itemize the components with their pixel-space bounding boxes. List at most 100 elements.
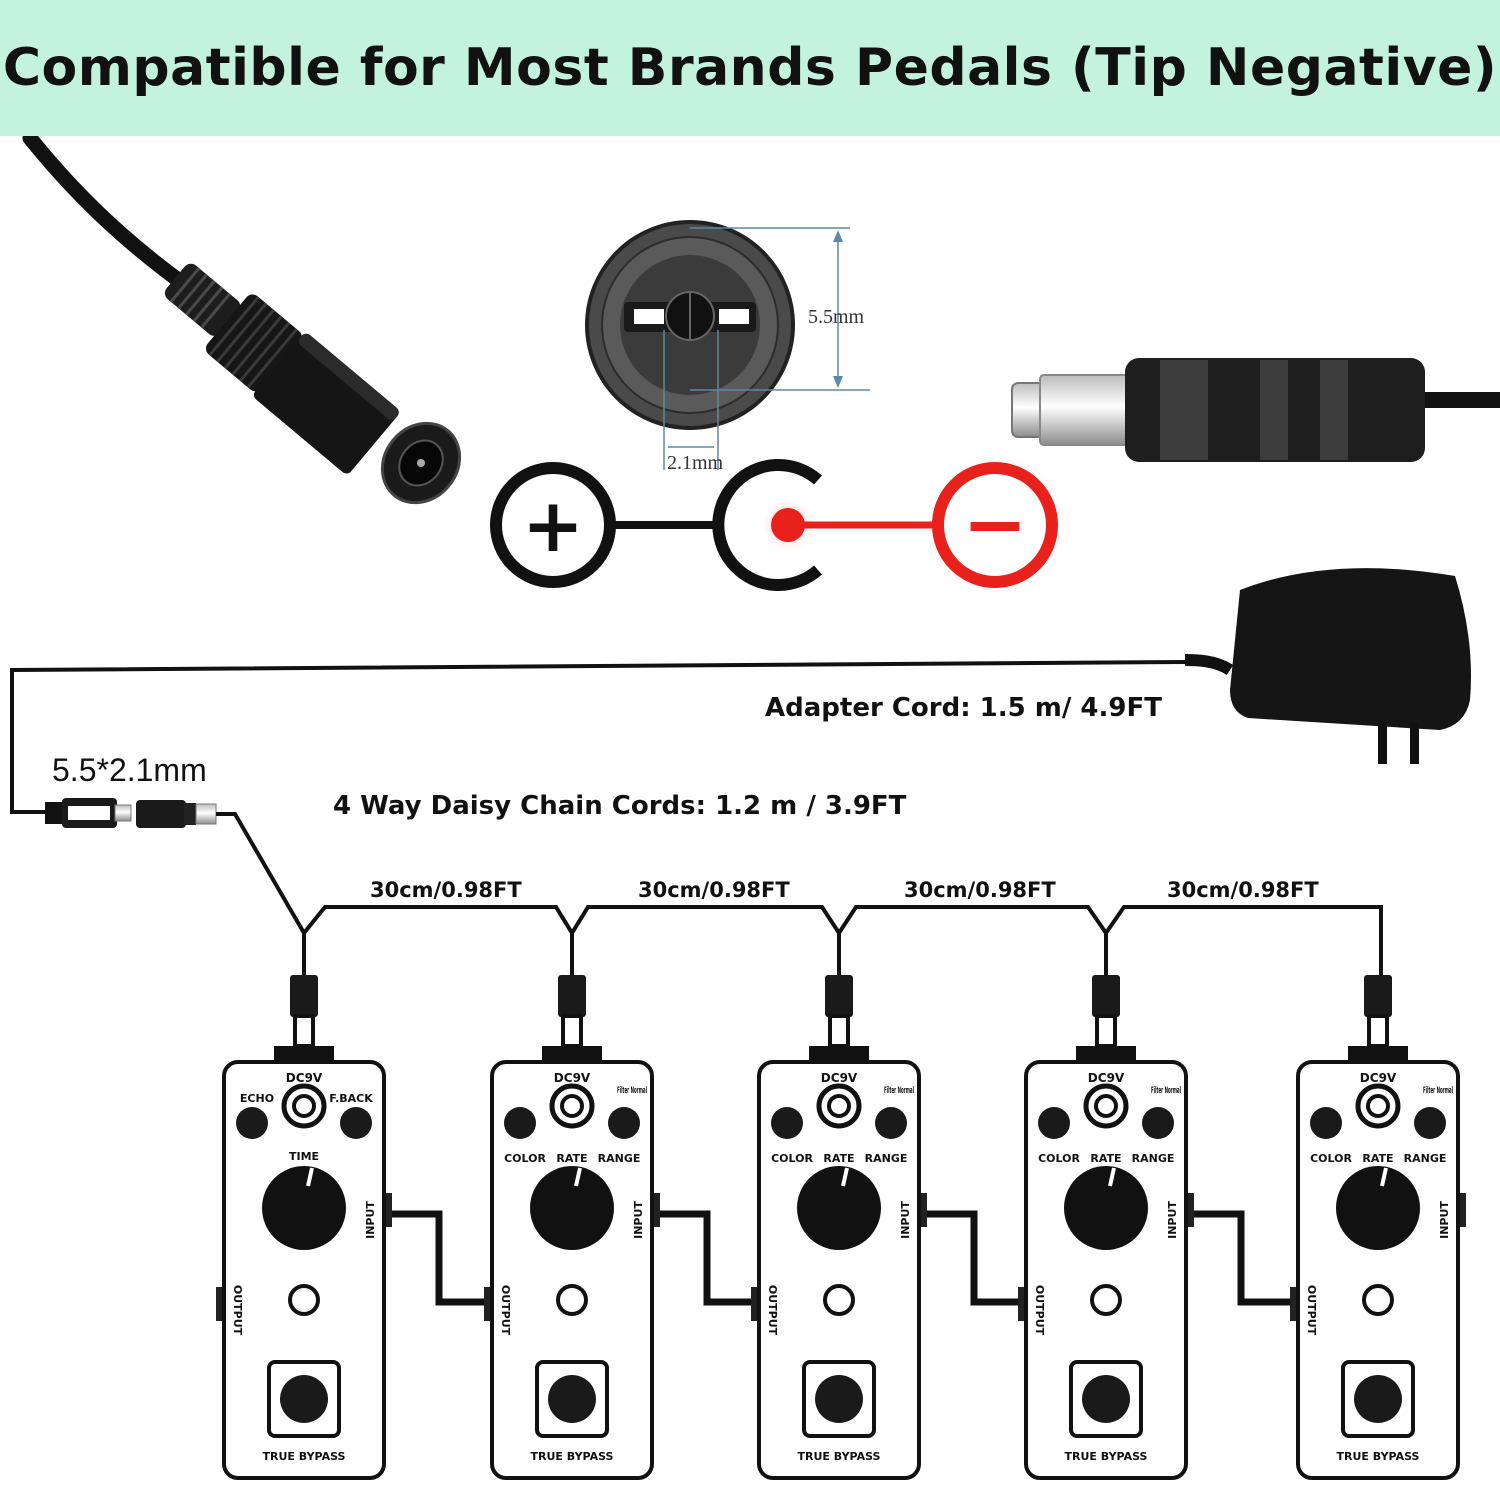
left-knob bbox=[1038, 1107, 1070, 1139]
outer-diameter-label: 5.5mm bbox=[808, 306, 865, 328]
right-knob-label: RANGE bbox=[1132, 1152, 1175, 1165]
footswitch-label: TRUE BYPASS bbox=[798, 1450, 881, 1463]
right-knob-label: RANGE bbox=[1404, 1152, 1447, 1165]
output-jack bbox=[1018, 1287, 1028, 1321]
patch-cable-3 bbox=[927, 1210, 1018, 1306]
footswitch-label: TRUE BYPASS bbox=[1065, 1450, 1148, 1463]
patch-cable-4 bbox=[1194, 1210, 1290, 1306]
pedal-body bbox=[222, 1060, 386, 1480]
patch-cable-2 bbox=[660, 1210, 751, 1306]
main-knob-label: TIME bbox=[289, 1150, 319, 1163]
power-plug bbox=[825, 975, 853, 1017]
right-knob bbox=[608, 1107, 640, 1139]
main-knob bbox=[1336, 1166, 1420, 1250]
mode-switch-label: Filter Normal bbox=[884, 1086, 914, 1096]
output-label: OUTPUT bbox=[1033, 1285, 1046, 1336]
footswitch-label: TRUE BYPASS bbox=[263, 1450, 346, 1463]
input-jack bbox=[382, 1193, 392, 1227]
input-jack bbox=[650, 1193, 660, 1227]
led-indicator bbox=[1090, 1284, 1122, 1316]
right-knob bbox=[1414, 1107, 1446, 1139]
chain-segment-1-label: 30cm/0.98FT bbox=[370, 878, 522, 902]
power-plug bbox=[558, 975, 586, 1017]
male-dc-plug bbox=[1011, 358, 1500, 462]
power-plug bbox=[1092, 975, 1120, 1017]
input-jack bbox=[1456, 1193, 1466, 1227]
right-knob-label: F.BACK bbox=[329, 1092, 373, 1105]
output-jack bbox=[1290, 1287, 1300, 1321]
power-plug bbox=[290, 975, 318, 1017]
left-knob bbox=[771, 1107, 803, 1139]
knob-indicator bbox=[306, 1167, 314, 1187]
daisy-chain-cord bbox=[136, 800, 1383, 975]
main-knob bbox=[530, 1166, 614, 1250]
left-knob bbox=[1310, 1107, 1342, 1139]
power-label: DC9V bbox=[1360, 1071, 1397, 1085]
power-plug bbox=[1364, 975, 1392, 1017]
diagram-area: DC9V ECHO F.BACK TIME TRUE BYPASS INPUT OUTPUT… bbox=[0, 136, 1500, 1500]
footswitch-label: TRUE BYPASS bbox=[1337, 1450, 1420, 1463]
knob-indicator bbox=[841, 1167, 849, 1187]
left-knob-label: COLOR bbox=[771, 1152, 813, 1165]
negative-symbol: − bbox=[962, 480, 1028, 570]
power-adapter bbox=[1184, 568, 1471, 764]
left-knob-label: ECHO bbox=[240, 1092, 274, 1105]
plug-size-label: 5.5*2.1mm bbox=[52, 752, 207, 788]
pedal-body bbox=[1296, 1060, 1460, 1480]
led-indicator bbox=[1362, 1284, 1394, 1316]
main-knob bbox=[1064, 1166, 1148, 1250]
right-knob-label: RANGE bbox=[865, 1152, 908, 1165]
right-knob bbox=[340, 1107, 372, 1139]
patch-cable-1 bbox=[392, 1210, 484, 1306]
adapter-cord bbox=[10, 660, 1186, 828]
chain-segment-3-label: 30cm/0.98FT bbox=[904, 878, 1056, 902]
positive-symbol: + bbox=[521, 483, 584, 569]
inner-diameter-label: 2.1mm bbox=[667, 452, 724, 474]
input-label: INPUT bbox=[1166, 1201, 1179, 1239]
right-knob bbox=[875, 1107, 907, 1139]
right-knob bbox=[1142, 1107, 1174, 1139]
left-knob-label: COLOR bbox=[1038, 1152, 1080, 1165]
input-label: INPUT bbox=[632, 1201, 645, 1239]
female-dc-connector bbox=[22, 136, 462, 505]
input-label: INPUT bbox=[1438, 1201, 1451, 1239]
main-knob bbox=[797, 1166, 881, 1250]
output-jack bbox=[484, 1287, 494, 1321]
mode-switch-label: Filter Normal bbox=[1151, 1086, 1181, 1096]
footswitch-label: TRUE BYPASS bbox=[531, 1450, 614, 1463]
left-knob-label: COLOR bbox=[1310, 1152, 1352, 1165]
left-knob bbox=[504, 1107, 536, 1139]
pedal-body bbox=[490, 1060, 654, 1480]
left-knob-label: COLOR bbox=[504, 1152, 546, 1165]
input-jack bbox=[917, 1193, 927, 1227]
output-jack bbox=[751, 1287, 761, 1321]
power-label: DC9V bbox=[1088, 1071, 1125, 1085]
knob-indicator bbox=[1108, 1167, 1116, 1187]
mode-switch-label: Filter Normal bbox=[617, 1086, 647, 1096]
led-indicator bbox=[556, 1284, 588, 1316]
output-label: OUTPUT bbox=[1305, 1285, 1318, 1336]
input-label: INPUT bbox=[364, 1201, 377, 1239]
right-knob-label: RANGE bbox=[598, 1152, 641, 1165]
input-label: INPUT bbox=[899, 1201, 912, 1239]
main-knob bbox=[262, 1166, 346, 1250]
main-knob-label: RATE bbox=[1362, 1152, 1393, 1165]
input-jack bbox=[1184, 1193, 1194, 1227]
polarity-diagram bbox=[490, 455, 1065, 595]
power-label: DC9V bbox=[286, 1071, 323, 1085]
output-label: OUTPUT bbox=[499, 1285, 512, 1336]
main-knob-label: RATE bbox=[823, 1152, 854, 1165]
title-banner: Compatible for Most Brands Pedals (Tip N… bbox=[0, 0, 1500, 136]
chain-segment-4-label: 30cm/0.98FT bbox=[1167, 878, 1319, 902]
pedal-body bbox=[757, 1060, 921, 1480]
main-knob-label: RATE bbox=[556, 1152, 587, 1165]
mode-switch-label: Filter Normal bbox=[1423, 1086, 1453, 1096]
power-label: DC9V bbox=[821, 1071, 858, 1085]
knob-indicator bbox=[574, 1167, 582, 1187]
connector-cross-section bbox=[585, 220, 870, 470]
